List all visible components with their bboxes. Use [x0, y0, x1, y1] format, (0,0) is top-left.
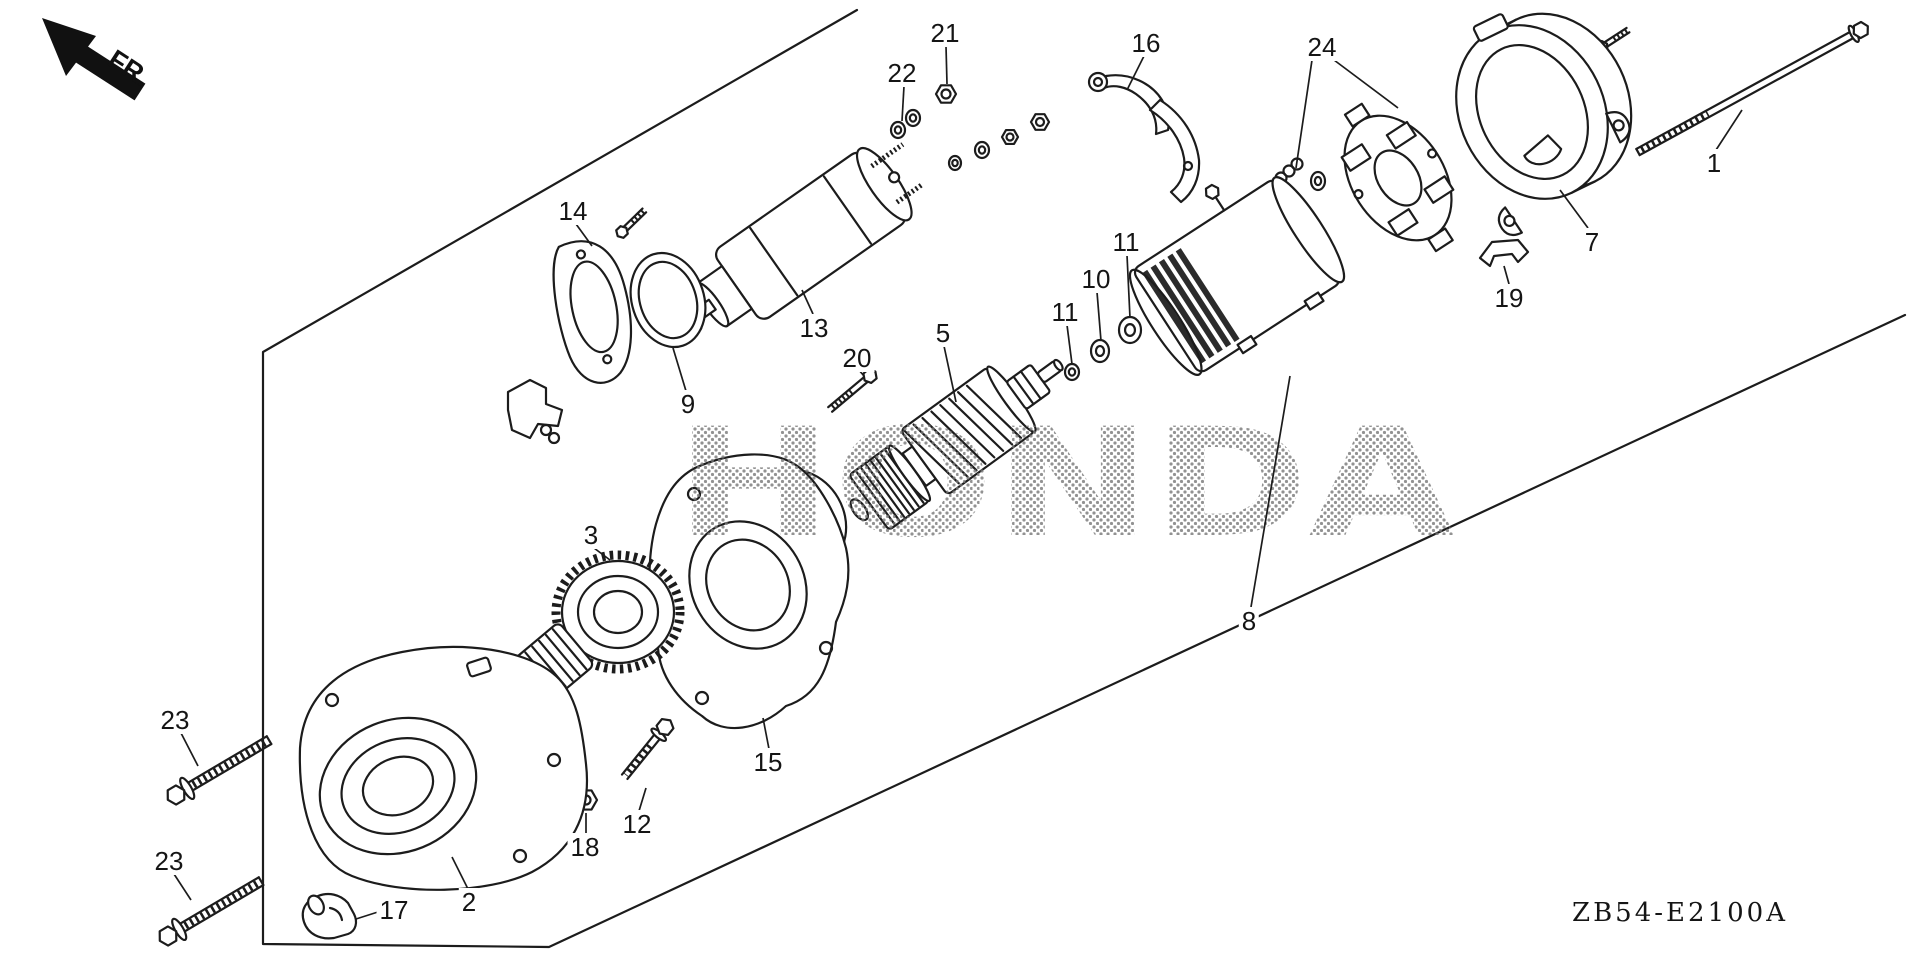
- stud-washer-row: [949, 114, 1049, 170]
- callout-17: 17: [376, 896, 412, 924]
- brush-terminal-bracket: [506, 378, 564, 445]
- callout-3: 3: [580, 521, 602, 549]
- part-23-bolt-upper: [162, 730, 275, 810]
- fr-direction-arrow: FR.: [42, 18, 156, 101]
- part-14-dust-cover: [552, 207, 648, 384]
- part-20-screw: [827, 367, 879, 413]
- callout-20: 20: [839, 344, 875, 372]
- callout-5: 5: [932, 319, 954, 347]
- part-19-clamp: [1478, 238, 1530, 268]
- part-24-brush-holder: [1274, 102, 1455, 253]
- drawing-code: ZB54-E2100A: [1572, 898, 1788, 928]
- callout-8: 8: [1238, 607, 1260, 635]
- callout-23-lower: 23: [151, 847, 187, 875]
- callout-7: 7: [1581, 228, 1603, 256]
- diagram-border: [261, 8, 1907, 949]
- part-17-breather-tube: [301, 892, 358, 940]
- callout-21: 21: [927, 19, 963, 47]
- callout-12: 12: [619, 810, 655, 838]
- part-8-yoke: [1128, 147, 1346, 376]
- callout-1: 1: [1703, 149, 1725, 177]
- part-1-through-bolt: [1635, 18, 1872, 157]
- callout-13: 13: [796, 314, 832, 342]
- callout-2: 2: [458, 888, 480, 916]
- callout-22: 22: [884, 59, 920, 87]
- part-2-front-bracket: [298, 645, 589, 891]
- callout-24: 24: [1304, 33, 1340, 61]
- callout-23-upper: 23: [157, 706, 193, 734]
- part-7-end-cover: [1455, 12, 1633, 237]
- part-10-washer: [1091, 340, 1109, 362]
- plate-screw-icon: [614, 207, 648, 240]
- terminal-lead: [1148, 98, 1201, 204]
- part-23-bolt-lower: [154, 871, 267, 951]
- washer-icon: [1311, 172, 1325, 190]
- cover-screw-icon: [1594, 26, 1631, 55]
- callout-11-lower: 11: [1048, 298, 1082, 326]
- part-22-washers: [891, 110, 920, 138]
- part-11-washer-rear: [1119, 317, 1141, 343]
- honda-watermark: HONDA: [675, 397, 1455, 571]
- part-21-nut: [936, 85, 956, 102]
- part-5-armature: [849, 358, 1064, 530]
- part-9-o-ring: [629, 251, 707, 349]
- callout-14: 14: [555, 197, 591, 225]
- callout-18: 18: [567, 833, 603, 861]
- part-16-terminal: [1087, 71, 1201, 204]
- callout-11-upper: 11: [1109, 228, 1143, 256]
- part-11-washer-front: [1065, 364, 1079, 380]
- callout-16: 16: [1128, 29, 1164, 57]
- part-15-center-bracket: [648, 453, 850, 730]
- fr-label: FR.: [103, 44, 156, 93]
- callout-10: 10: [1078, 265, 1114, 293]
- callout-9: 9: [677, 390, 699, 418]
- part-12-screw: [620, 715, 678, 781]
- callout-15: 15: [750, 748, 786, 776]
- callout-19: 19: [1491, 284, 1527, 312]
